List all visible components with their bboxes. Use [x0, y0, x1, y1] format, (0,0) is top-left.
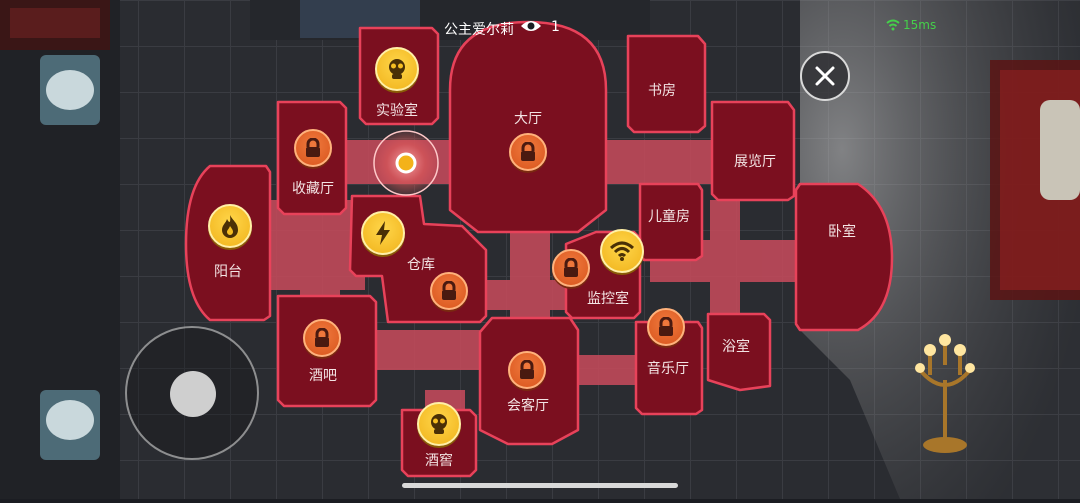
player-name: 公主爱尔莉 — [444, 22, 514, 38]
warehouse-lock-icon — [430, 272, 468, 310]
music-lock-icon — [647, 308, 685, 346]
lounge-lock-icon — [508, 351, 546, 389]
joystick[interactable] — [125, 326, 259, 460]
room-bedroom — [794, 182, 894, 332]
room-bath — [706, 312, 772, 392]
close-button[interactable] — [800, 51, 850, 101]
room-label-balcony[interactable]: 阳台 — [214, 264, 242, 280]
room-label-cellar[interactable]: 酒窖 — [425, 453, 453, 469]
room-label-kids[interactable]: 儿童房 — [648, 209, 690, 225]
room-label-lab[interactable]: 实验室 — [376, 103, 418, 119]
eye-icon — [520, 18, 542, 38]
lightning-icon — [361, 211, 405, 255]
room-label-warehouse[interactable]: 仓库 — [407, 257, 435, 273]
room-music — [634, 320, 704, 416]
monitor-lock-icon — [552, 249, 590, 287]
room-gallery — [710, 100, 796, 202]
fire-icon — [208, 204, 252, 248]
network-status: 15ms — [886, 18, 936, 32]
bar-lock-icon — [303, 319, 341, 357]
room-hall — [448, 20, 608, 234]
biohazard-icon — [417, 402, 461, 446]
room-label-hall[interactable]: 大厅 — [514, 111, 542, 127]
ping-value: 15ms — [903, 18, 937, 32]
room-label-collection[interactable]: 收藏厅 — [292, 181, 334, 197]
wifi-icon — [600, 229, 644, 273]
close-icon — [815, 66, 835, 86]
home-indicator[interactable] — [402, 483, 678, 488]
room-label-study[interactable]: 书房 — [648, 83, 676, 99]
biohazard-icon — [375, 47, 419, 91]
room-label-bedroom[interactable]: 卧室 — [828, 224, 856, 240]
room-label-monitor[interactable]: 监控室 — [587, 291, 629, 307]
viewer-count: 1 — [551, 19, 560, 35]
room-label-bath[interactable]: 浴室 — [722, 339, 750, 355]
collection-lock-icon — [294, 129, 332, 167]
joystick-knob[interactable] — [170, 371, 216, 417]
hall-lock-icon — [509, 133, 547, 171]
room-study — [626, 34, 707, 134]
room-label-gallery[interactable]: 展览厅 — [734, 154, 776, 170]
room-label-music[interactable]: 音乐厅 — [647, 361, 689, 377]
room-label-bar[interactable]: 酒吧 — [309, 368, 337, 384]
wifi-signal-icon — [886, 19, 900, 31]
room-label-lounge[interactable]: 会客厅 — [507, 398, 549, 414]
